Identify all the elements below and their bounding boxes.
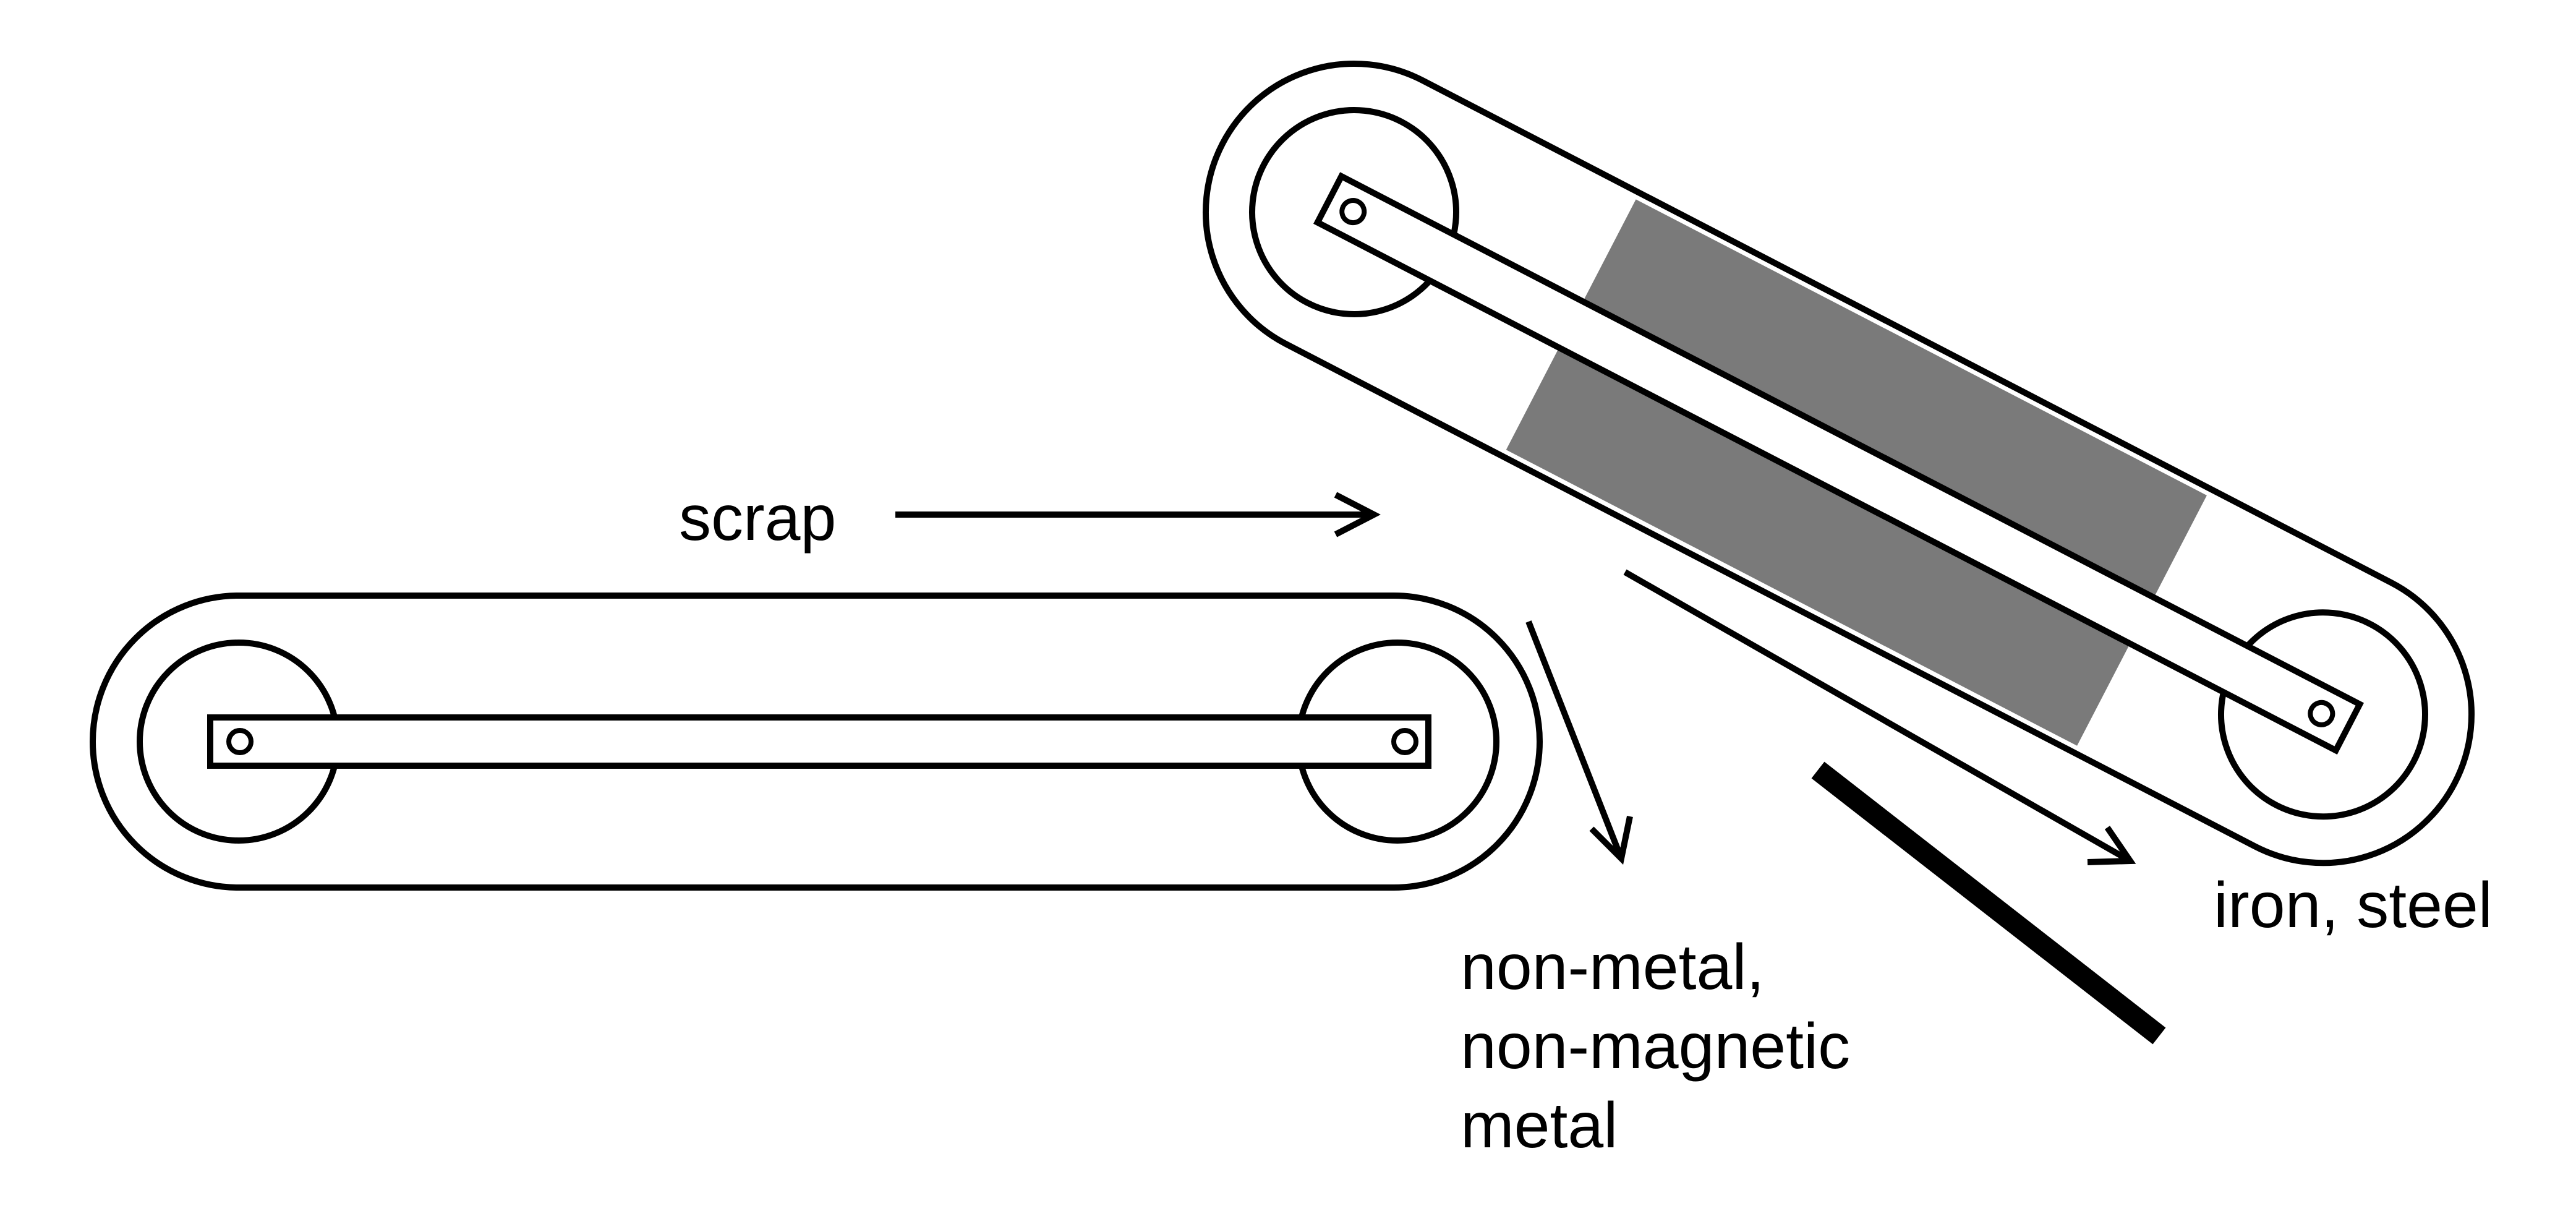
non-metal-label-line2: non-magnetic [1461,1011,1851,1082]
iron-steel-label: iron, steel [2214,870,2493,941]
upper-right-axle [2308,700,2335,727]
lower-conveyor [90,593,1543,891]
non-metal-arrowhead [1589,815,1633,865]
lower-conveyor-frame-bar [207,714,1431,769]
magnetic-conveyor-frame-bar [1313,172,2365,755]
flow-arrows [895,492,2136,865]
scrap-arrowhead [1334,492,1381,537]
magnetic-conveyor [1203,61,2475,867]
non-metal-label-line3: metal [1461,1090,1618,1162]
scrap-label: scrap [679,482,837,554]
lower-left-axle [226,728,254,755]
non-metal-label-line1: non-metal, [1461,931,1765,1003]
iron-steel-arrowhead [2087,826,2136,865]
non-metal-arrow [1525,620,1624,860]
splitter-plate [1811,761,2166,1045]
lower-right-axle [1391,728,1418,755]
upper-left-axle [1339,198,1367,226]
iron-steel-arrow [1623,569,2132,864]
